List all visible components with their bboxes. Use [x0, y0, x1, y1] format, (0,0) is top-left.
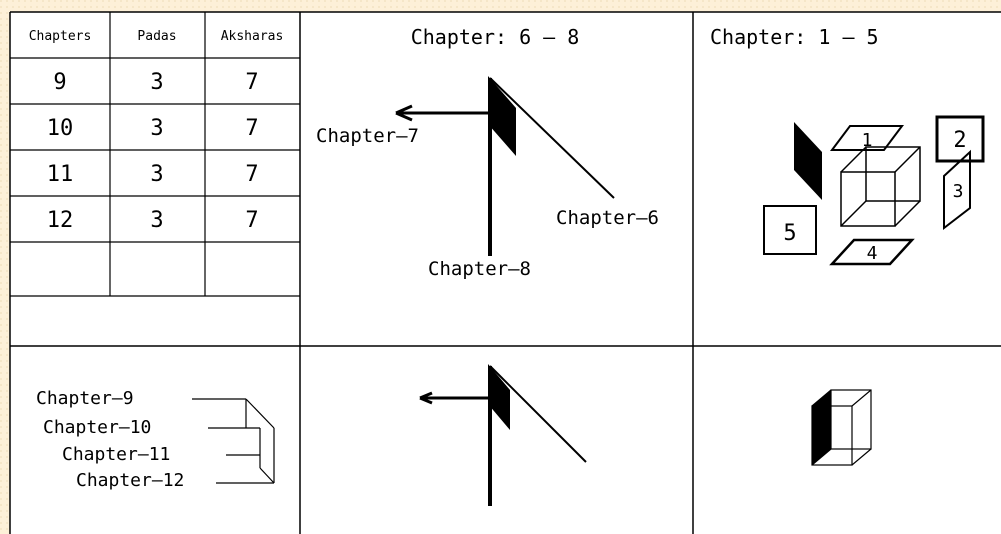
- label-chapter-6: Chapter–6: [556, 207, 659, 229]
- cube-figure-chapter-1-5: [763, 115, 985, 266]
- table-cell: 7: [245, 208, 258, 233]
- panel-title-chapter-6-8: Chapter: 6 – 8: [411, 25, 580, 49]
- box-number-5: 5: [783, 221, 796, 246]
- table-cell: 12: [47, 208, 74, 233]
- table-cell: 3: [150, 162, 163, 187]
- arrow-left-icon: [419, 391, 433, 405]
- small-cube-figure: [811, 389, 872, 466]
- table-cell: 11: [47, 162, 74, 187]
- black-face-chapter-1-5: [794, 122, 822, 200]
- table-cell: 9: [53, 70, 66, 95]
- table-cell: 7: [245, 162, 258, 187]
- table-cell: 7: [245, 70, 258, 95]
- label-chapter-10: Chapter–10: [43, 417, 151, 438]
- label-chapter-8: Chapter–8: [428, 258, 531, 280]
- arrow-left-icon: [395, 104, 413, 122]
- table-cell: 10: [47, 116, 74, 141]
- panel-title-chapter-1-5: Chapter: 1 – 5: [710, 25, 879, 49]
- label-chapter-7: Chapter–7: [316, 125, 419, 147]
- table-cell: 3: [150, 208, 163, 233]
- label-chapter-11: Chapter–11: [62, 444, 170, 465]
- table-header-padas: Padas: [137, 29, 176, 44]
- box-number-1: 1: [862, 130, 873, 151]
- box-number-4: 4: [867, 243, 878, 264]
- table-cell: 3: [150, 70, 163, 95]
- chapters-table: [10, 12, 300, 297]
- label-chapter-9: Chapter–9: [36, 388, 134, 409]
- box-figure-chapter-9-12: [192, 398, 275, 484]
- box-number-2: 2: [953, 128, 966, 153]
- table-cell: 3: [150, 116, 163, 141]
- table-header-aksharas: Aksharas: [221, 29, 284, 44]
- table-cell: 7: [245, 116, 258, 141]
- figure-bottom-middle: [419, 364, 587, 506]
- figure-chapter-6-8: [395, 76, 615, 256]
- label-chapter-12: Chapter–12: [76, 470, 184, 491]
- table-header-chapters: Chapters: [29, 29, 92, 44]
- box-number-3: 3: [953, 181, 964, 202]
